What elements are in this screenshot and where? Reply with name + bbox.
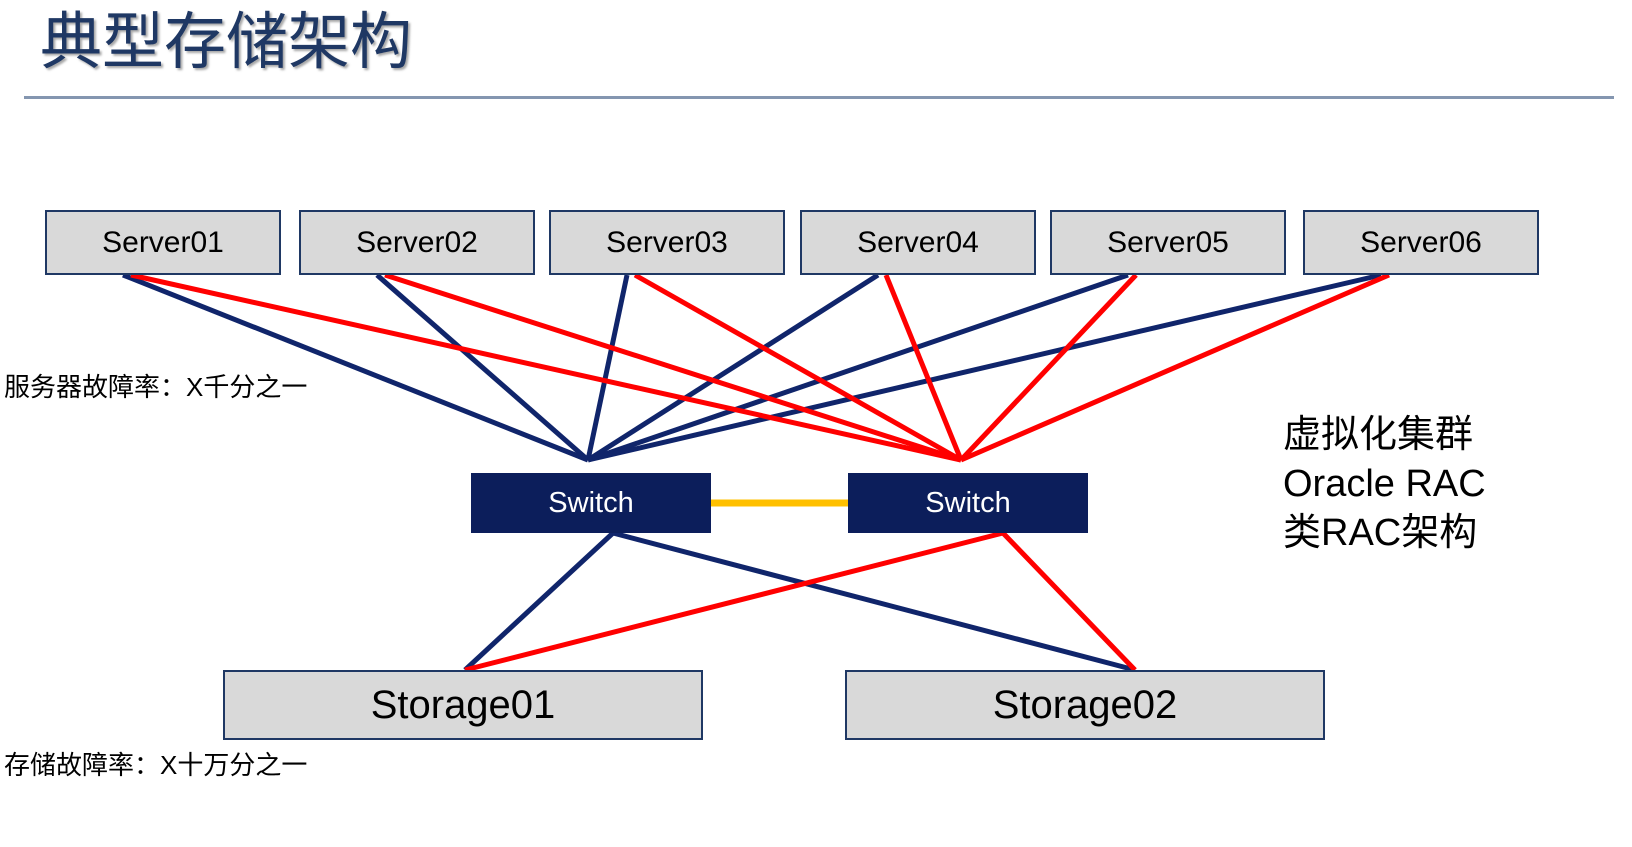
- link-server-to-right-switch-3: [633, 272, 963, 463]
- link-right-switch-to-storage-2: [1001, 531, 1137, 672]
- switch-box-right[interactable]: Switch: [848, 473, 1088, 533]
- cluster-annotation-line-1: 虚拟化集群: [1283, 414, 1474, 456]
- server-box-3[interactable]: Server03: [549, 210, 785, 275]
- link-server-to-right-switch-4: [883, 274, 964, 461]
- storage-failure-rate-note: 存储故障率：X十万分之一: [4, 750, 308, 780]
- storage-box-1[interactable]: Storage01: [223, 670, 703, 740]
- link-server-to-right-switch-5: [959, 273, 1138, 462]
- page-title: 典型存储架构: [40, 8, 413, 77]
- server-label: Server03: [606, 225, 728, 259]
- switch-label: Switch: [925, 486, 1011, 519]
- storage-label: Storage01: [370, 682, 556, 727]
- server-label: Server02: [356, 225, 478, 259]
- server-label: Server04: [857, 225, 979, 259]
- storage-label: Storage02: [992, 682, 1178, 727]
- link-server-to-left-switch-3: [585, 274, 630, 461]
- link-server-to-left-switch-5: [587, 272, 1129, 463]
- server-box-4[interactable]: Server04: [800, 210, 1036, 275]
- title-divider: [24, 96, 1614, 99]
- cluster-annotation: 虚拟化集群 Oracle RAC 类RAC架构: [1283, 411, 1486, 558]
- link-server-to-right-switch-1: [130, 272, 962, 463]
- link-right-switch-to-storage-1: [464, 530, 1004, 673]
- switch-to-storage-links: [463, 530, 1137, 673]
- server-label: Server06: [1360, 225, 1482, 259]
- link-server-to-left-switch-1: [122, 272, 589, 463]
- link-left-switch-to-storage-2: [612, 530, 1136, 673]
- server-failure-rate-note: 服务器故障率：X千分之一: [4, 372, 308, 402]
- switch-box-left[interactable]: Switch: [471, 473, 711, 533]
- server-box-1[interactable]: Server01: [45, 210, 281, 275]
- server-label: Server05: [1107, 225, 1229, 259]
- link-left-switch-to-storage-1: [463, 531, 615, 672]
- server-to-right-switch-links: [130, 272, 1390, 463]
- server-box-5[interactable]: Server05: [1050, 210, 1286, 275]
- server-box-2[interactable]: Server02: [299, 210, 535, 275]
- link-server-to-left-switch-2: [375, 273, 590, 462]
- link-server-to-right-switch-2: [384, 272, 962, 463]
- storage-box-2[interactable]: Storage02: [845, 670, 1325, 740]
- link-server-to-left-switch-4: [586, 272, 880, 463]
- server-label: Server01: [102, 225, 224, 259]
- server-box-6[interactable]: Server06: [1303, 210, 1539, 275]
- cluster-annotation-line-3: 类RAC架构: [1283, 512, 1478, 554]
- switch-label: Switch: [548, 486, 634, 519]
- cluster-annotation-line-2: Oracle RAC: [1283, 463, 1486, 505]
- link-server-to-left-switch-6: [587, 272, 1382, 463]
- server-to-left-switch-links: [122, 272, 1382, 463]
